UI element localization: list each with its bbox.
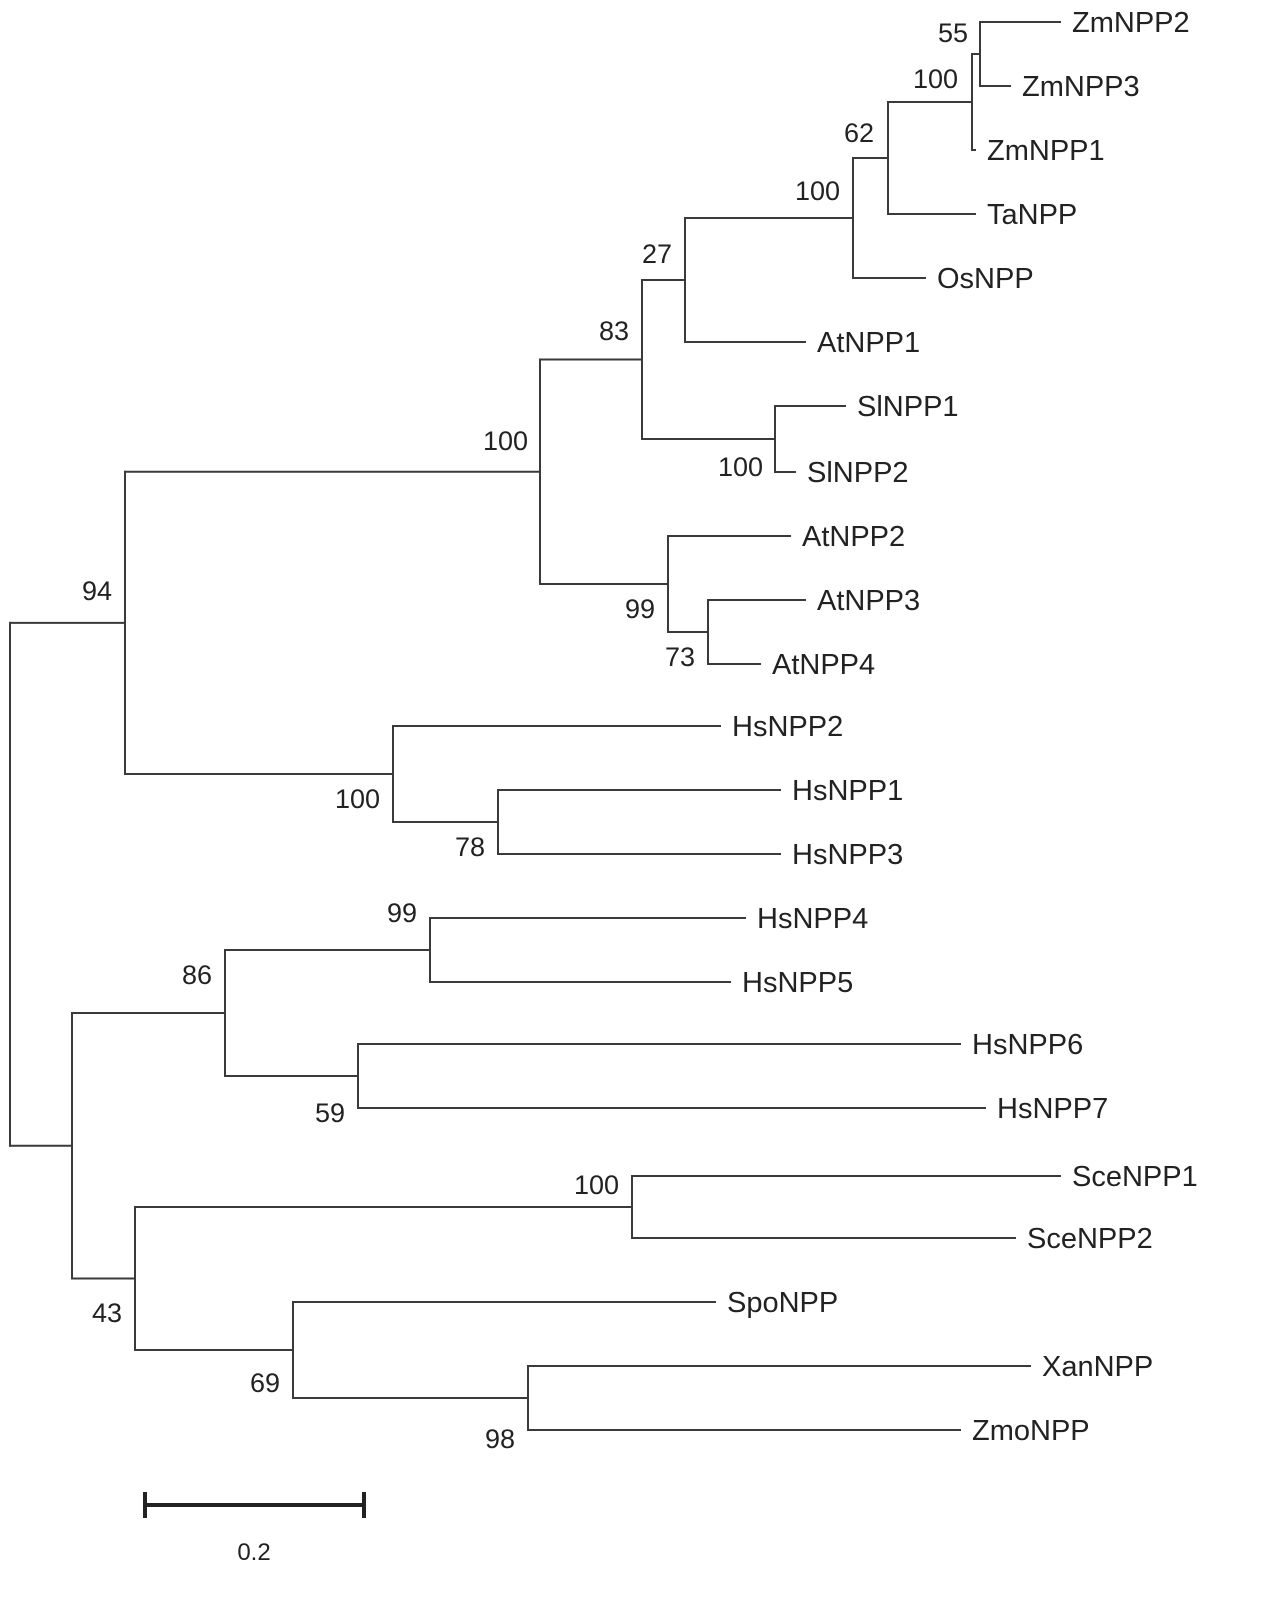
leaf-label-hsnpp1: HsNPP1 (792, 775, 903, 807)
bootstrap-value: 27 (642, 239, 672, 269)
leaf-label-atnpp1: AtNPP1 (817, 327, 920, 359)
leaf-label-atnpp3: AtNPP3 (817, 585, 920, 617)
bootstrap-value: 73 (665, 642, 695, 672)
leaf-label-tanpp: TaNPP (987, 199, 1077, 231)
leaf-label-hsnpp2: HsNPP2 (732, 711, 843, 743)
bootstrap-value: 43 (92, 1298, 122, 1328)
bootstrap-value: 55 (938, 18, 968, 48)
leaf-label-slnpp1: SlNPP1 (857, 391, 959, 423)
bootstrap-value: 100 (718, 452, 763, 482)
bootstrap-value: 94 (82, 576, 112, 606)
leaf-label-hsnpp4: HsNPP4 (757, 903, 868, 935)
leaf-label-zmnpp1: ZmNPP1 (987, 135, 1105, 167)
bootstrap-value: 78 (455, 832, 485, 862)
scale-bar: 0.2 (143, 1492, 366, 1566)
tree-branches (9, 21, 1061, 1431)
bootstrap-value: 100 (574, 1170, 619, 1200)
scale-bar-label: 0.2 (237, 1539, 270, 1566)
leaf-label-atnpp2: AtNPP2 (802, 521, 905, 553)
leaf-label-zmnpp3: ZmNPP3 (1022, 71, 1140, 103)
bootstrap-value: 59 (315, 1098, 345, 1128)
leaf-label-slnpp2: SlNPP2 (807, 457, 909, 489)
leaf-label-osnpp: OsNPP (937, 263, 1034, 295)
leaf-label-sponpp: SpoNPP (727, 1287, 838, 1319)
support-labels: 5510062100278310010099739410078998659100… (82, 18, 968, 1454)
bootstrap-value: 100 (335, 784, 380, 814)
leaf-label-scenpp2: SceNPP2 (1027, 1223, 1153, 1255)
leaf-label-atnpp4: AtNPP4 (772, 649, 875, 681)
bootstrap-value: 99 (625, 594, 655, 624)
bootstrap-value: 86 (182, 960, 212, 990)
bootstrap-value: 100 (795, 176, 840, 206)
bootstrap-value: 69 (250, 1368, 280, 1398)
bootstrap-value: 62 (844, 118, 874, 148)
leaf-label-scenpp1: SceNPP1 (1072, 1161, 1198, 1193)
leaf-label-hsnpp5: HsNPP5 (742, 967, 853, 999)
leaf-label-zmonpp: ZmoNPP (972, 1415, 1090, 1447)
bootstrap-value: 100 (913, 64, 958, 94)
leaf-label-hsnpp3: HsNPP3 (792, 839, 903, 871)
leaf-label-xannpp: XanNPP (1042, 1351, 1153, 1383)
bootstrap-value: 99 (387, 898, 417, 928)
leaf-label-zmnpp2: ZmNPP2 (1072, 7, 1190, 39)
leaf-label-hsnpp6: HsNPP6 (972, 1029, 1083, 1061)
bootstrap-value: 98 (485, 1424, 515, 1454)
bootstrap-value: 83 (599, 316, 629, 346)
leaf-label-hsnpp7: HsNPP7 (997, 1093, 1108, 1125)
bootstrap-value: 100 (483, 426, 528, 456)
